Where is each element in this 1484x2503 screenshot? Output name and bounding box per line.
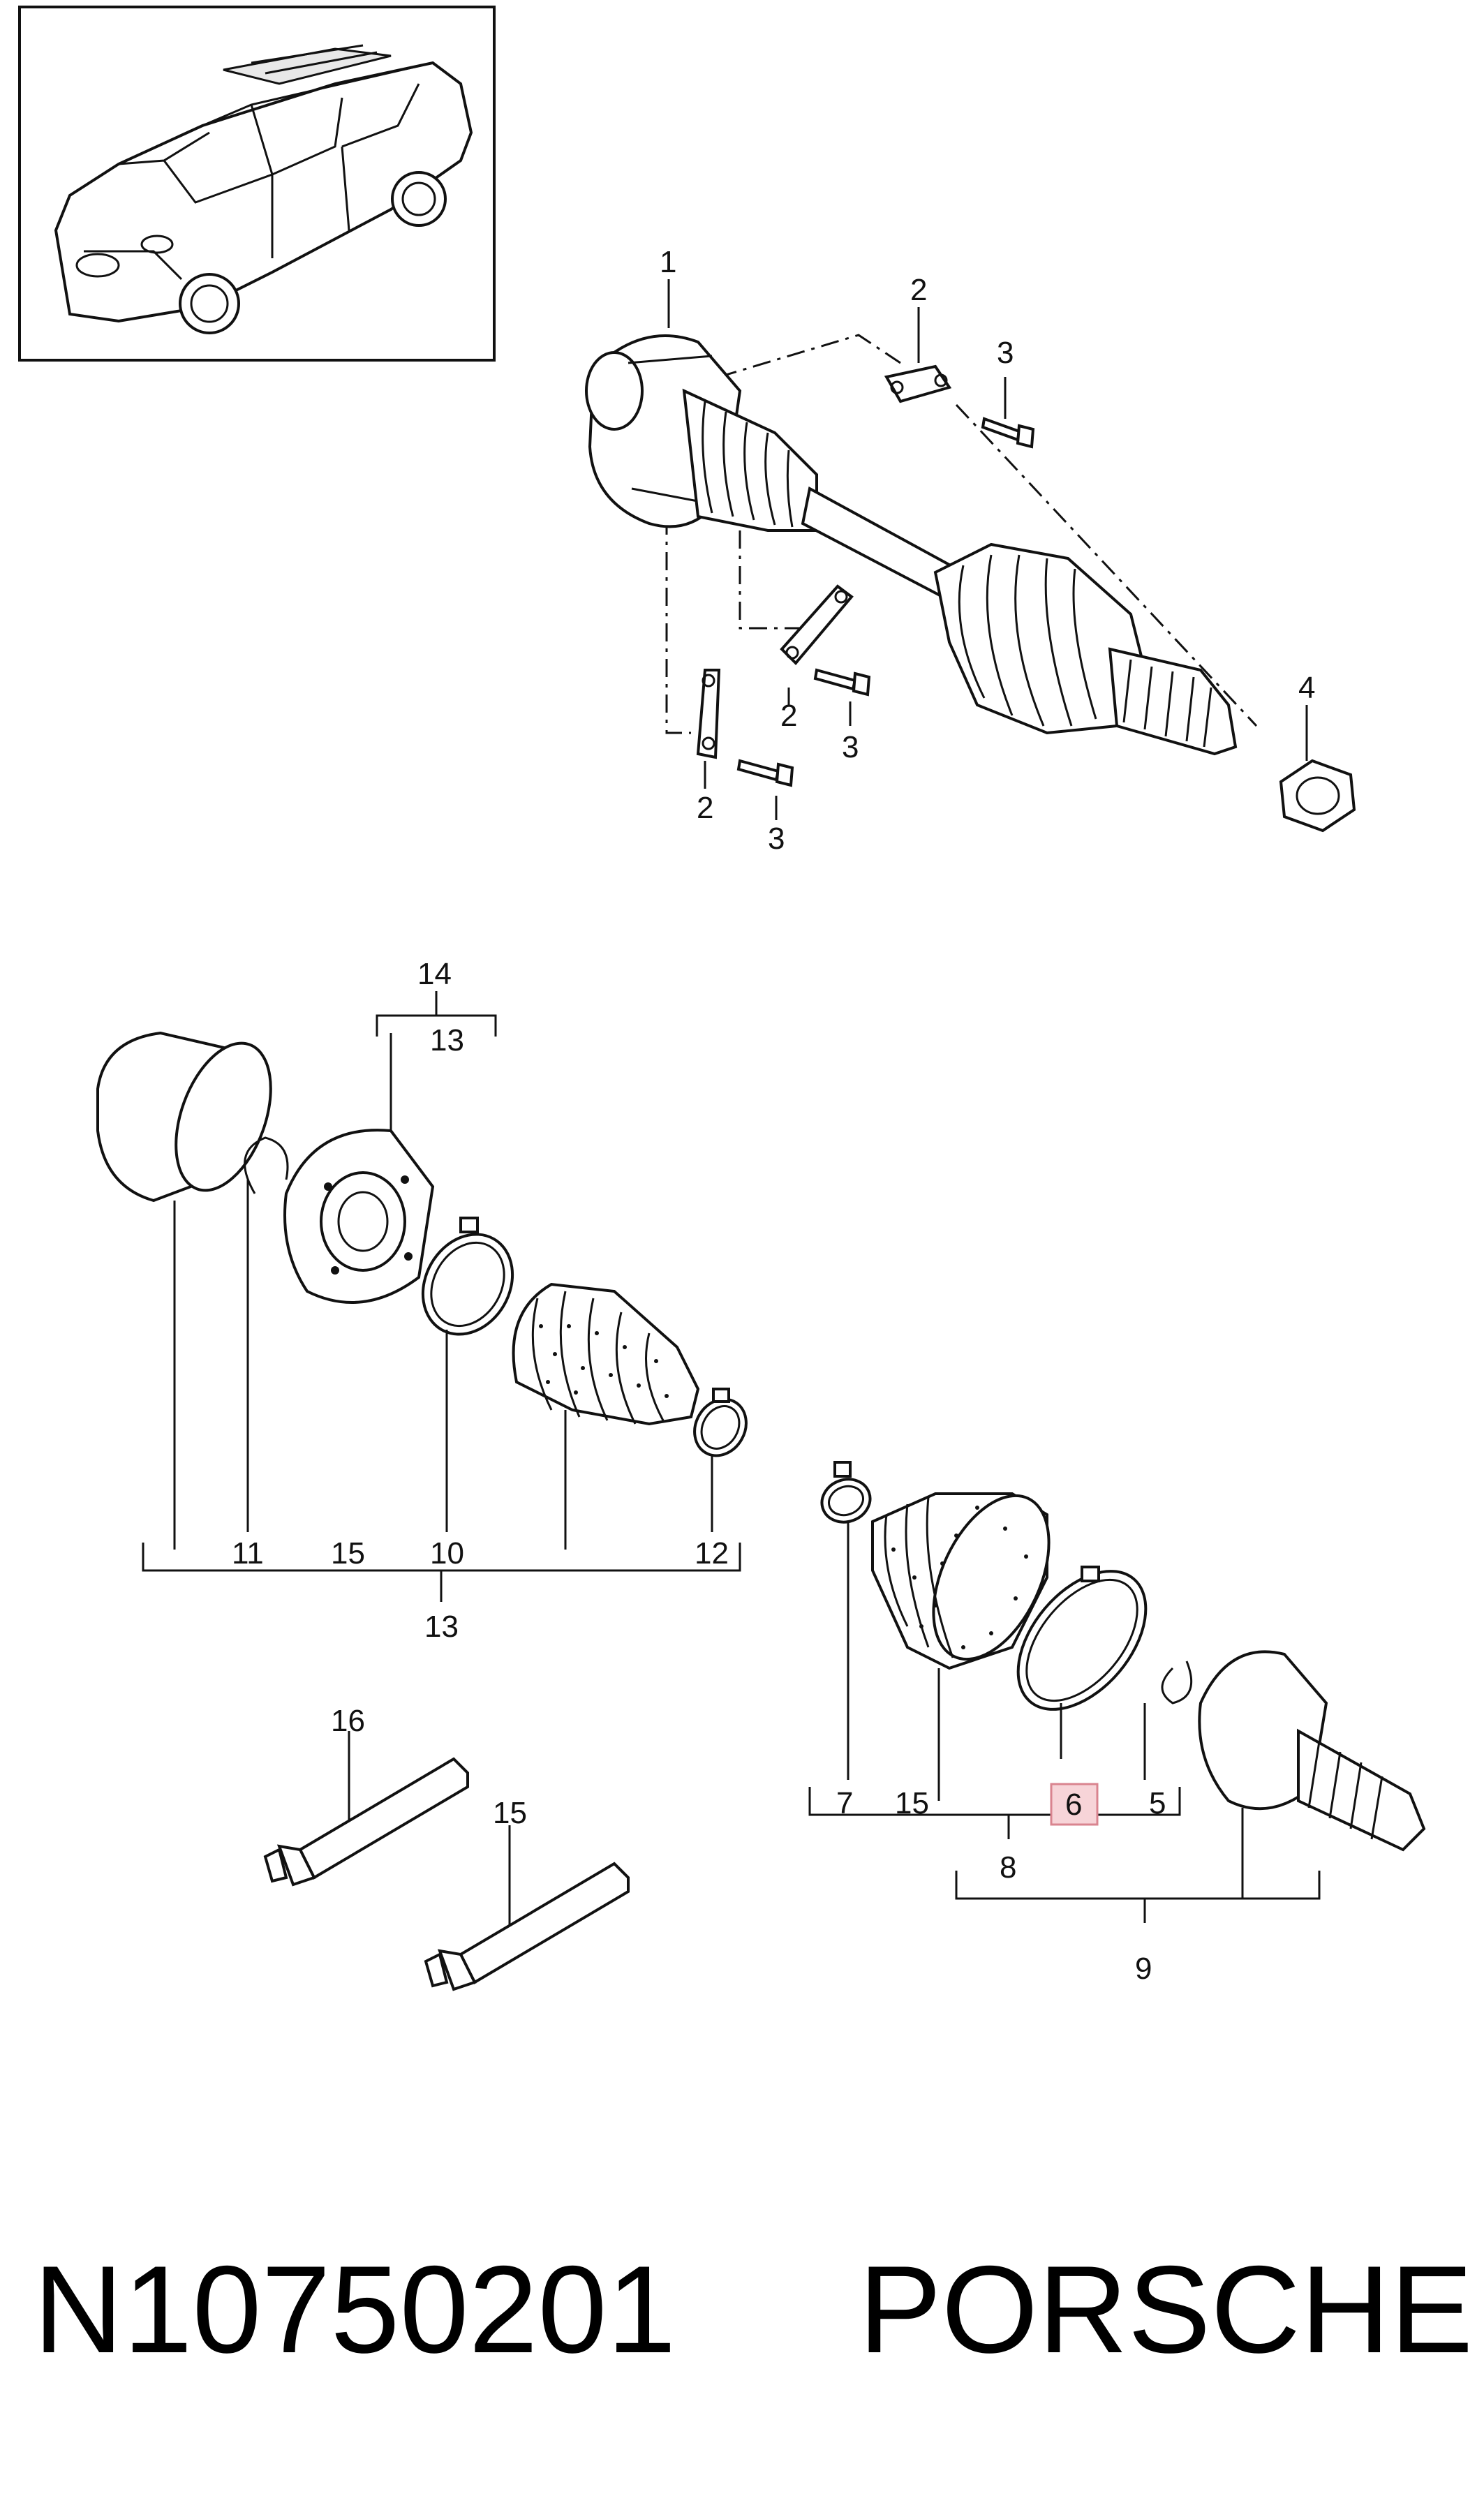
callout-6: 6 <box>1065 1788 1082 1822</box>
vehicle-thumbnail <box>18 6 496 362</box>
part-number: N10750201 <box>34 2240 676 2379</box>
joint-boot <box>512 1282 700 1426</box>
band-clamp-small-outer <box>820 1461 872 1524</box>
callout-13: 13 <box>424 1610 459 1644</box>
callout-3: 3 <box>842 730 859 764</box>
callout-5: 5 <box>1149 1786 1166 1820</box>
circlip-outer <box>1161 1661 1193 1704</box>
inner-joint-kit <box>96 991 748 1602</box>
callout-15: 15 <box>331 1536 365 1570</box>
outer-joint-kit <box>808 1461 1426 1923</box>
callout-3: 3 <box>997 336 1014 370</box>
bolt-lower <box>736 759 794 787</box>
drive-shaft-assembly <box>585 279 1356 833</box>
bolt-upper <box>981 417 1035 449</box>
suv-drawing <box>54 44 473 334</box>
callout-1: 1 <box>660 245 676 279</box>
band-clamp-large <box>421 1217 514 1336</box>
callout-12: 12 <box>695 1536 729 1570</box>
circlip <box>244 1136 289 1194</box>
callout-2: 2 <box>780 699 797 733</box>
grease-tube-15 <box>424 1825 630 1991</box>
callout-15: 15 <box>895 1786 929 1820</box>
footer-title: N10750201 PORSCHE <box>34 2240 1473 2379</box>
outer-boot <box>933 542 1147 735</box>
callout-7: 7 <box>836 1786 853 1820</box>
bracket-middle <box>780 584 854 665</box>
constant-velocity-joint <box>283 1129 435 1304</box>
callout-15: 15 <box>493 1796 527 1830</box>
bolt-middle <box>813 668 871 697</box>
joint-cover <box>96 1031 272 1203</box>
outer-joint-boot <box>871 1492 1051 1670</box>
callout-2: 2 <box>910 273 927 307</box>
callout-10: 10 <box>430 1536 464 1570</box>
outer-cv-joint <box>1198 1650 1426 1852</box>
grease-tube-16 <box>263 1731 469 1887</box>
inner-boot <box>682 388 818 532</box>
callout-8: 8 <box>1000 1850 1016 1885</box>
callout-2: 2 <box>697 791 713 825</box>
callout-3: 3 <box>768 822 785 856</box>
callout-13: 13 <box>430 1023 464 1057</box>
bracket-upper <box>884 364 952 403</box>
band-clamp-outer <box>1016 1566 1148 1711</box>
callout-6-highlight: 6 <box>1050 1783 1099 1826</box>
axle-nut <box>1279 759 1356 833</box>
brand-name: PORSCHE <box>859 2240 1473 2379</box>
callout-9: 9 <box>1135 1952 1152 1986</box>
band-clamp-small <box>693 1388 748 1457</box>
callout-4: 4 <box>1298 671 1315 705</box>
callout-16: 16 <box>331 1704 365 1738</box>
callout-11: 11 <box>232 1536 264 1570</box>
callout-14: 14 <box>417 957 452 991</box>
callout-labels: 1 2 3 2 3 2 3 4 14 13 11 15 10 12 13 7 1… <box>232 245 1315 1986</box>
bracket-lower <box>696 669 721 759</box>
outer-stub <box>1108 647 1238 756</box>
